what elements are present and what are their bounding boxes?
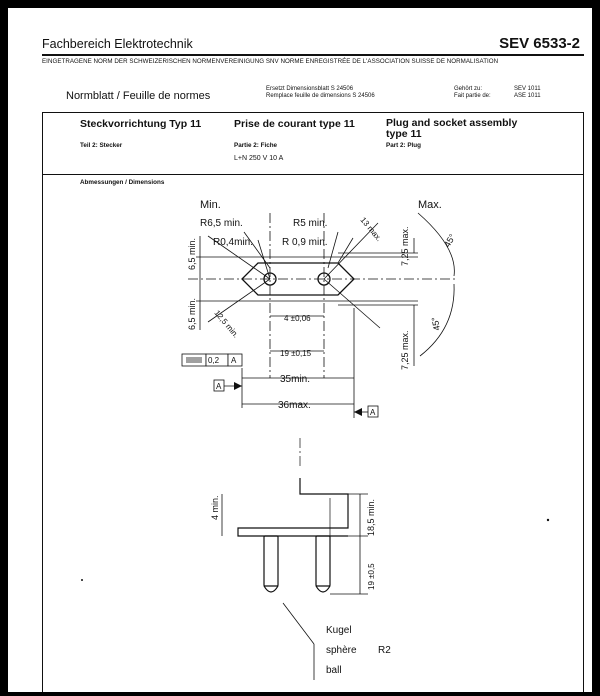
label-7-25-top: 7,25 max. bbox=[400, 226, 410, 266]
pin-left bbox=[263, 272, 277, 286]
belongs-fr: Fait partie de: bbox=[454, 93, 491, 99]
label-19-side: 19 ±0,5 bbox=[367, 563, 376, 590]
document-number: SEV 6533-2 bbox=[499, 35, 580, 52]
label-19: 19 ±0,15 bbox=[280, 349, 312, 358]
kugel-leader bbox=[282, 602, 315, 645]
pin-tip-left bbox=[263, 585, 279, 593]
dimensions-heading: Abmessungen / Dimensions bbox=[80, 179, 165, 186]
label-r0-4: R0,4min. bbox=[213, 237, 253, 248]
label-7-25-bottom: 7,25 max. bbox=[400, 330, 410, 370]
pin-side-right bbox=[315, 535, 331, 587]
label-kugel: Kugel bbox=[326, 625, 352, 636]
label-min: Min. bbox=[200, 199, 221, 211]
angle-arc-bottom bbox=[419, 283, 455, 357]
belongs-sev: SEV 1011 bbox=[514, 86, 541, 92]
construction-line bbox=[337, 237, 354, 264]
part-en: Part 2: Plug bbox=[386, 142, 421, 149]
construction-line bbox=[323, 278, 381, 329]
title-en-line1: Plug and socket assembly bbox=[386, 117, 518, 129]
title-en-line2: type 11 bbox=[386, 128, 422, 140]
label-4: 4 ±0,06 bbox=[284, 314, 311, 323]
datum-box-right bbox=[367, 405, 379, 418]
belongs-labels: Gehört zu: Fait partie de: bbox=[454, 86, 491, 100]
rating: L+N 250 V 10 A bbox=[234, 155, 284, 162]
label-35-min: 35min. bbox=[280, 374, 310, 385]
label-6-5-top: 6,5 min. bbox=[187, 238, 197, 270]
label-36-max: 36max. bbox=[278, 400, 311, 411]
header-rule bbox=[42, 54, 584, 56]
title-en: Plug and socket assembly type 11 bbox=[386, 118, 517, 140]
label-datum-left: A bbox=[216, 382, 222, 391]
belongs-values: SEV 1011 ASE 1011 bbox=[514, 86, 541, 100]
dot-mark bbox=[546, 518, 550, 522]
radius-leader bbox=[243, 231, 271, 269]
replaces-de: Ersetzt Dimensionsblatt S 24506 bbox=[266, 86, 354, 92]
belongs-ase: ASE 1011 bbox=[514, 93, 541, 99]
label-r2: R2 bbox=[378, 645, 391, 656]
construction-line bbox=[323, 222, 379, 280]
label-r0-9: R 0,9 min. bbox=[282, 237, 328, 248]
label-tolerance: 0,2 bbox=[208, 356, 220, 365]
replaces-note: Ersetzt Dimensionsblatt S 24506 Remplace… bbox=[266, 86, 375, 100]
label-6-5-bottom: 6,5 min. bbox=[187, 298, 197, 330]
label-18-5-min: 18,5 min. bbox=[366, 499, 376, 536]
tolerance-frame bbox=[181, 353, 243, 367]
label-12-5-min: 12,5 min. bbox=[212, 309, 240, 340]
label-tolerance-datum: A bbox=[231, 356, 237, 365]
label-45-bottom: 45° bbox=[430, 316, 442, 332]
section-rule bbox=[42, 174, 584, 175]
datum-box-left bbox=[213, 379, 225, 392]
belongs-de: Gehört zu: bbox=[454, 86, 483, 92]
construction-line bbox=[207, 235, 271, 280]
label-45-top: 45° bbox=[442, 232, 458, 249]
title-fr: Prise de courant type 11 bbox=[234, 118, 355, 130]
label-r6-5: R6,5 min. bbox=[200, 218, 243, 229]
part-fr: Partie 2: Fiche bbox=[234, 142, 278, 149]
content-frame bbox=[42, 112, 584, 692]
part-de: Teil 2: Stecker bbox=[80, 142, 123, 149]
technical-drawing: Min. Max. R6,5 min. R5 min. R0,4min. R 0… bbox=[81, 199, 550, 680]
plug-face-outline bbox=[241, 262, 355, 296]
plug-body-side bbox=[237, 478, 349, 537]
radius-leader bbox=[327, 231, 339, 269]
dot-mark bbox=[81, 579, 83, 581]
department-label: Fachbereich Elektrotechnik bbox=[42, 37, 193, 51]
sheet-type-label: Normblatt / Feuille de normes bbox=[66, 90, 211, 102]
label-4-min: 4 min. bbox=[210, 495, 220, 520]
label-r5: R5 min. bbox=[293, 218, 327, 229]
datum-arrow-right bbox=[354, 408, 362, 416]
label-ball: ball bbox=[326, 665, 342, 676]
datum-arrow-left bbox=[234, 382, 242, 390]
label-max: Max. bbox=[418, 199, 442, 211]
standard-sheet: Fachbereich Elektrotechnik SEV 6533-2 EI… bbox=[8, 8, 592, 692]
angle-arc-top bbox=[417, 212, 455, 277]
registration-note: EINGETRAGENE NORM DER SCHWEIZERISCHEN NO… bbox=[42, 58, 499, 65]
title-de: Steckvorrichtung Typ 11 bbox=[80, 118, 202, 130]
replaces-fr: Remplace feuille de dimensions S 24506 bbox=[266, 93, 375, 99]
pin-side-left bbox=[263, 535, 279, 587]
pin-tip-right bbox=[315, 585, 331, 593]
label-sphere: sphère bbox=[326, 645, 357, 656]
construction-line bbox=[207, 278, 271, 323]
pin-right bbox=[317, 272, 331, 286]
label-datum-right: A bbox=[370, 408, 376, 417]
